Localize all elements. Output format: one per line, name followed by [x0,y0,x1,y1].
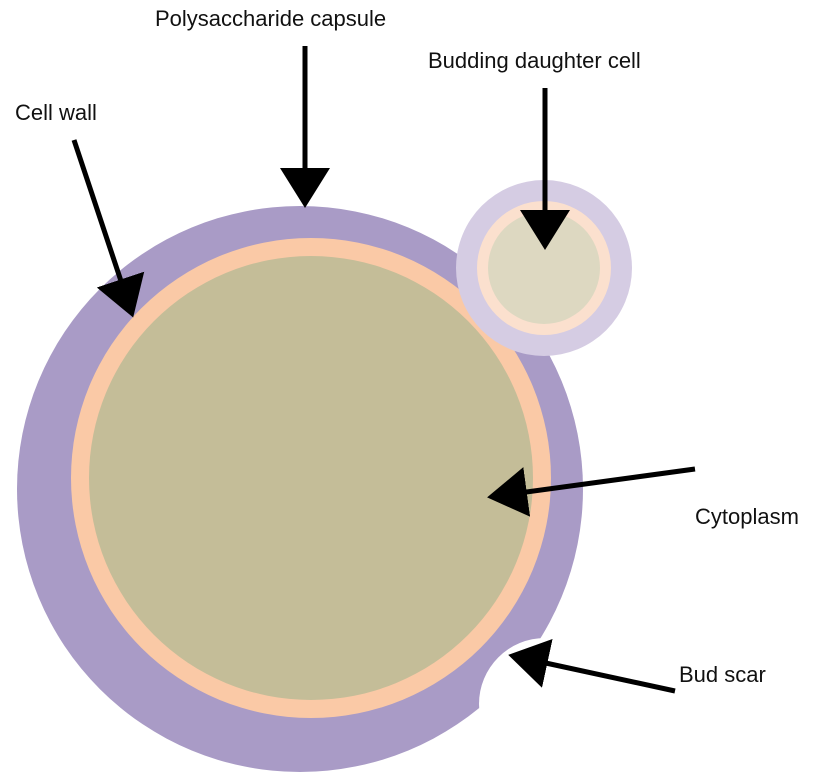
cell-wall-arrow [74,140,130,308]
label-bud-scar: Bud scar [679,664,766,686]
label-cytoplasm: Cytoplasm [695,506,799,528]
label-polysaccharide-capsule: Polysaccharide capsule [155,8,386,30]
bud-scar [479,638,611,770]
label-budding-daughter-cell: Budding daughter cell [428,50,641,72]
label-cell-wall: Cell wall [15,102,97,124]
cytoplasm [89,256,533,700]
